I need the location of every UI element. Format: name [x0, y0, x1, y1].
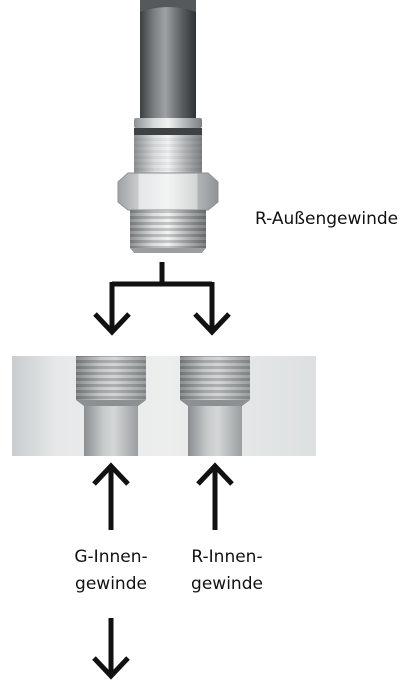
- right-port-label: R-Innen- gewinde: [172, 544, 282, 598]
- fitting-collar: [134, 118, 202, 128]
- right-port-bore: [188, 400, 242, 456]
- right-port-thread-ridges: [180, 356, 250, 400]
- male-thread-label: R-Außengewinde: [255, 209, 399, 229]
- fitting-body-shading: [134, 135, 202, 173]
- male-thread-ridges: [130, 210, 206, 248]
- right-port-step: [180, 400, 250, 406]
- left-port-label-line1: G-Innen-: [74, 547, 148, 567]
- left-port-label-line2: gewinde: [75, 574, 147, 594]
- male-thread-tip: [130, 248, 206, 253]
- left-port-label: G-Innen- gewinde: [56, 544, 166, 598]
- left-port-arrow: [92, 462, 130, 530]
- fitting-hex-nut: [117, 172, 219, 211]
- left-port-step: [76, 400, 146, 406]
- left-port-thread-ridges: [76, 356, 146, 400]
- fitting-seal-ring: [134, 128, 202, 135]
- housing-block: [12, 356, 316, 456]
- split-arrow: [93, 262, 231, 336]
- right-port-label-line1: R-Innen-: [191, 547, 263, 567]
- right-port-arrow: [196, 462, 234, 530]
- left-port-bore: [84, 400, 138, 456]
- down-arrow: [92, 618, 130, 680]
- tube-cut-end: [140, 0, 196, 12]
- fitting-tube: [140, 0, 196, 120]
- right-port-label-line2: gewinde: [191, 574, 263, 594]
- housing-body: [12, 356, 316, 456]
- fitting-with-male-thread: [117, 0, 219, 253]
